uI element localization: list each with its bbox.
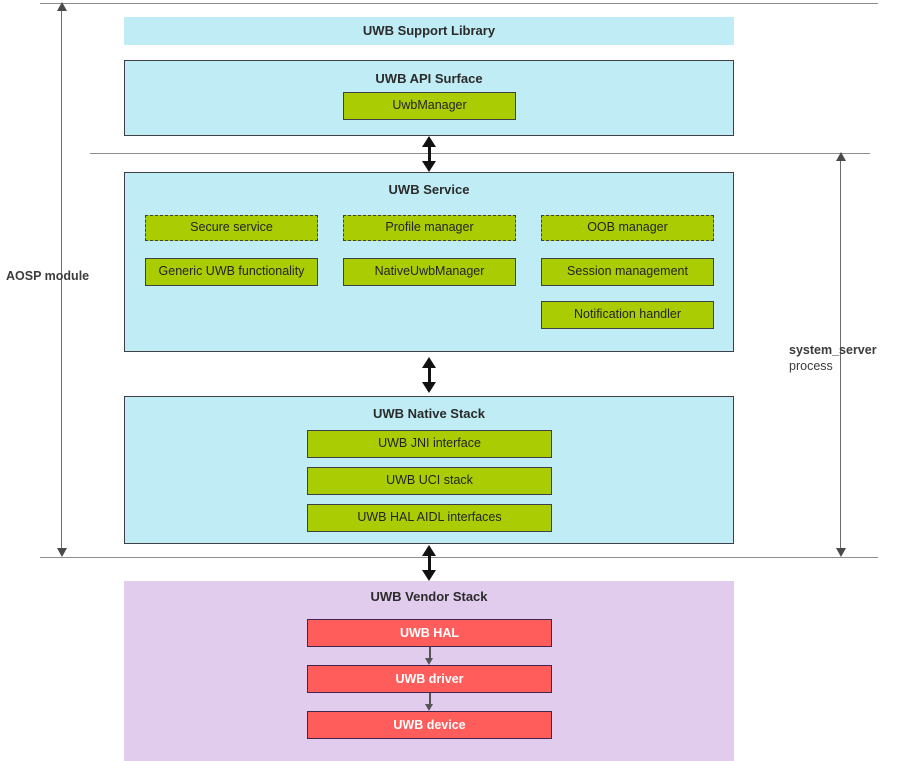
- arrow-native-to-vendor-head-down-icon: [422, 570, 436, 581]
- block-profile-manager[interactable]: Profile manager: [343, 215, 516, 241]
- arrow-hal-to-driver: [425, 647, 434, 665]
- system-server-span-arrow-down-icon: [836, 548, 846, 557]
- arrow-driver-to-device-head-icon: [425, 704, 433, 711]
- arrow-api-to-service: [422, 136, 436, 172]
- system-server-span-arrow-up-icon: [836, 152, 846, 161]
- panel-uwb-service-title: UWB Service: [388, 182, 470, 197]
- block-generic-uwb-functionality[interactable]: Generic UWB functionality: [145, 258, 318, 286]
- arrow-service-to-native: [422, 357, 436, 393]
- block-oob-manager[interactable]: OOB manager: [541, 215, 714, 241]
- arrow-hal-to-driver-shaft: [429, 647, 431, 659]
- arrow-api-to-service-shaft: [428, 142, 431, 166]
- panel-uwb-vendor-stack-title: UWB Vendor Stack: [370, 589, 488, 604]
- system-server-span-line: [840, 156, 841, 554]
- panel-uwb-support-library-title: UWB Support Library: [362, 23, 496, 38]
- arrow-service-to-native-shaft: [428, 363, 431, 387]
- api-service-boundary-line: [90, 153, 870, 154]
- aosp-span-arrow-down-icon: [57, 548, 67, 557]
- block-native-uwb-manager[interactable]: NativeUwbManager: [343, 258, 516, 286]
- arrow-service-to-native-head-up-icon: [422, 357, 436, 368]
- aosp-module-label: AOSP module: [6, 269, 116, 285]
- arrow-native-to-vendor-shaft: [428, 551, 431, 575]
- block-uwb-hal-aidl-interfaces[interactable]: UWB HAL AIDL interfaces: [307, 504, 552, 532]
- arrow-driver-to-device: [425, 693, 434, 711]
- aosp-module-label-text: AOSP module: [6, 269, 90, 283]
- block-uwb-driver[interactable]: UWB driver: [307, 665, 552, 693]
- bottom-boundary-line: [40, 557, 878, 558]
- block-uwb-device[interactable]: UWB device: [307, 711, 552, 739]
- aosp-span-arrow-up-icon: [57, 2, 67, 11]
- arrow-api-to-service-head-up-icon: [422, 136, 436, 147]
- arrow-service-to-native-head-down-icon: [422, 382, 436, 393]
- arrow-driver-to-device-shaft: [429, 693, 431, 705]
- block-uwb-uci-stack[interactable]: UWB UCI stack: [307, 467, 552, 495]
- block-notification-handler[interactable]: Notification handler: [541, 301, 714, 329]
- block-uwb-hal[interactable]: UWB HAL: [307, 619, 552, 647]
- panel-uwb-native-stack-title: UWB Native Stack: [373, 406, 485, 421]
- arrow-api-to-service-head-down-icon: [422, 161, 436, 172]
- block-uwb-manager[interactable]: UwbManager: [343, 92, 516, 120]
- system-server-label: system_server process: [789, 343, 898, 374]
- top-boundary-line: [40, 3, 878, 4]
- aosp-module-span-line: [61, 6, 62, 554]
- arrow-native-to-vendor-head-up-icon: [422, 545, 436, 556]
- system-server-label-normal: process: [789, 358, 833, 373]
- block-secure-service[interactable]: Secure service: [145, 215, 318, 241]
- block-session-management[interactable]: Session management: [541, 258, 714, 286]
- block-uwb-jni-interface[interactable]: UWB JNI interface: [307, 430, 552, 458]
- arrow-hal-to-driver-head-icon: [425, 658, 433, 665]
- system-server-label-bold: system_server: [789, 343, 877, 357]
- panel-uwb-support-library[interactable]: UWB Support Library: [124, 17, 734, 45]
- arrow-native-to-vendor: [422, 545, 436, 581]
- panel-uwb-api-surface-title: UWB API Surface: [375, 71, 483, 86]
